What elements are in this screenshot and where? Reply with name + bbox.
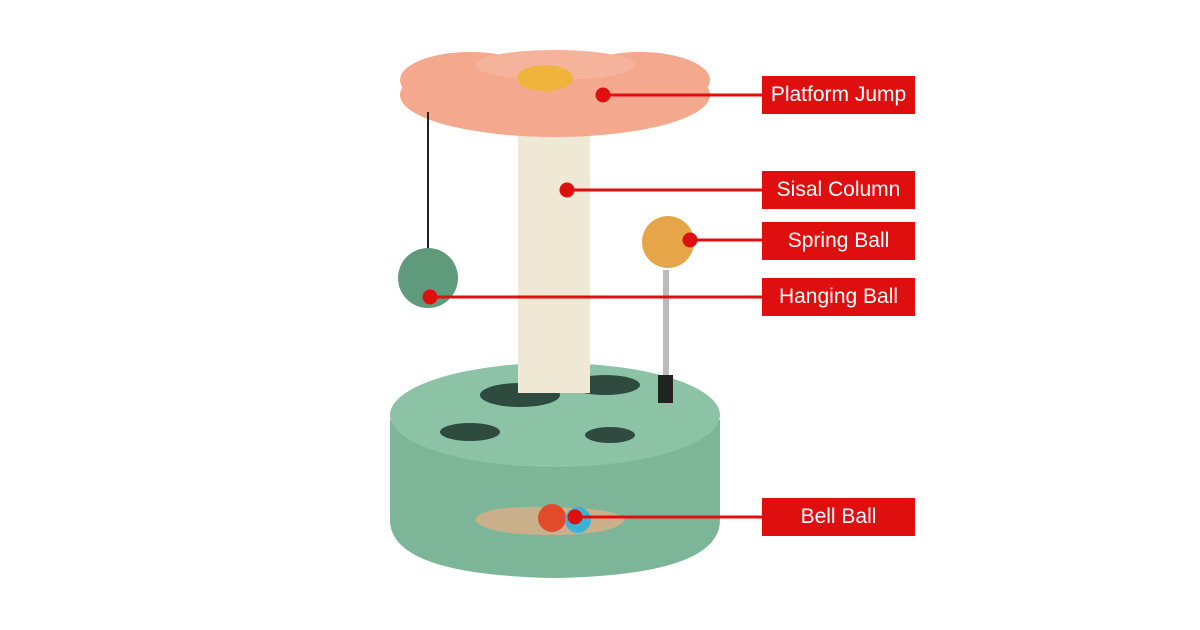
label-sisal-column: Sisal Column	[762, 171, 915, 209]
label-spring-ball: Spring Ball	[762, 222, 915, 260]
base	[390, 363, 720, 578]
label-bell-ball: Bell Ball	[762, 498, 915, 536]
spring-ball-shape	[642, 216, 694, 268]
leader-lines	[422, 87, 762, 525]
label-platform-jump: Platform Jump	[762, 76, 915, 114]
label-hanging-ball: Hanging Ball	[762, 278, 915, 316]
sisal-column-shape	[518, 128, 590, 393]
bell-ball-shape	[538, 504, 566, 532]
hanging-ball-shape	[398, 248, 458, 308]
spring	[663, 270, 669, 380]
